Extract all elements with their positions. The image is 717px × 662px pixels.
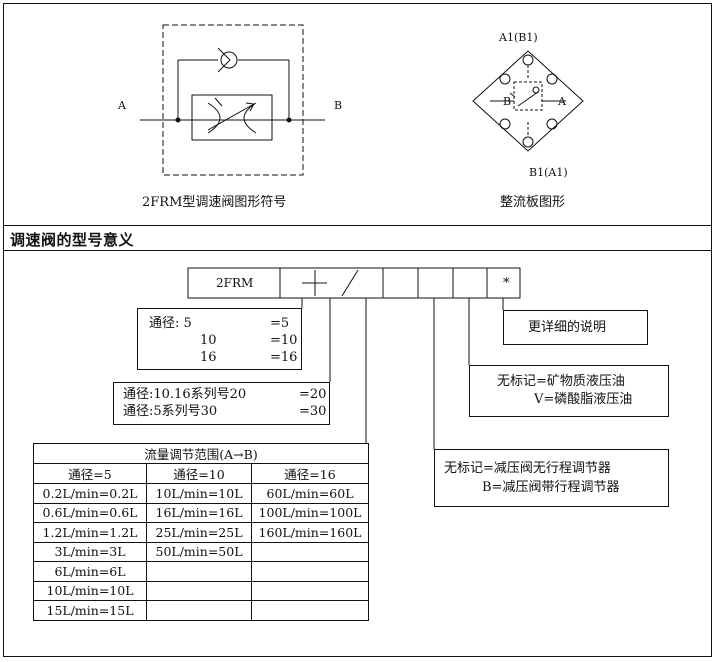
table-cell: 0.2L/min=0.2L — [33, 483, 147, 504]
table-cell — [251, 541, 369, 562]
model-code-chain — [187, 267, 521, 449]
plate-caption: 整流板图形 — [500, 195, 566, 210]
table-cell: 1.2L/min=1.2L — [33, 522, 147, 543]
series-value-30: =30 — [299, 404, 327, 419]
series-box: 通径:10.16系列号20 =20 通径:5系列号30 =30 — [113, 382, 330, 425]
port-a-label: A — [118, 99, 126, 112]
table-cell: 15L/min=15L — [33, 600, 147, 621]
flow-table-title-row: 流量调节范围(A→B) — [33, 443, 369, 464]
size-value-10: =10 — [270, 333, 298, 348]
table-row: 10L/min=10L — [33, 580, 369, 601]
divider-title — [3, 250, 712, 251]
valve-symbol — [162, 24, 304, 176]
size-label-16: 16 — [200, 350, 217, 365]
size-label-5: 通径: 5 — [149, 316, 192, 331]
fluid-box: 无标记=矿物质液压油 V=磷酸脂液压油 — [469, 365, 669, 417]
junction-dot — [175, 117, 181, 123]
model-prefix: 2FRM — [216, 276, 254, 290]
table-row: 3L/min=3L 50L/min=50L — [33, 541, 369, 562]
series-label-30: 通径:5系列号30 — [123, 404, 218, 419]
valve-symbol-caption: 2FRM型调速阀图形符号 — [142, 195, 287, 210]
flow-range-table: 流量调节范围(A→B) 通径=5 通径=10 通径=16 0.2L/min=0.… — [33, 443, 369, 621]
flow-header-5: 通径=5 — [33, 463, 147, 484]
table-row: 0.2L/min=0.2L 10L/min=10L 60L/min=60L — [33, 483, 369, 504]
regulator-line-2: B=减压阀带行程调节器 — [482, 480, 620, 495]
table-cell: 160L/min=160L — [251, 522, 369, 543]
flow-table-title: 流量调节范围(A→B) — [33, 443, 369, 464]
table-cell — [146, 600, 252, 621]
plate-symbol — [472, 50, 584, 152]
details-box: 更详细的说明 — [503, 310, 648, 345]
size-value-16: =16 — [270, 350, 298, 365]
flow-header-16: 通径=16 — [251, 463, 369, 484]
table-cell — [251, 600, 369, 621]
fluid-line-2: V=磷酸脂液压油 — [534, 392, 633, 407]
table-cell — [251, 561, 369, 582]
plate-top-label: A1(B1) — [499, 31, 538, 44]
table-cell: 100L/min=100L — [251, 502, 369, 523]
junction-dot — [286, 117, 292, 123]
regulator-line-1: 无标记=减压阀无行程调节器 — [444, 461, 611, 476]
details-text: 更详细的说明 — [528, 320, 607, 335]
divider-top — [3, 225, 712, 226]
outer-frame — [3, 3, 712, 657]
size-box: 通径: 5 =5 10 =10 16 =16 — [137, 308, 302, 370]
plate-inner-a: A — [558, 95, 566, 108]
table-cell: 50L/min=50L — [146, 541, 252, 562]
plate-bottom-label: B1(A1) — [529, 166, 568, 179]
table-cell: 3L/min=3L — [33, 541, 147, 562]
table-cell: 10L/min=10L — [146, 483, 252, 504]
series-label-20: 通径:10.16系列号20 — [123, 387, 247, 402]
table-row: 15L/min=15L — [33, 600, 369, 621]
table-cell: 6L/min=6L — [33, 561, 147, 582]
table-cell: 16L/min=16L — [146, 502, 252, 523]
size-value-5: =5 — [270, 316, 290, 331]
table-row: 6L/min=6L — [33, 561, 369, 582]
table-cell — [146, 561, 252, 582]
table-cell — [146, 580, 252, 601]
size-label-10: 10 — [200, 333, 217, 348]
series-value-20: =20 — [299, 387, 327, 402]
flow-header-10: 通径=10 — [146, 463, 252, 484]
table-cell — [251, 580, 369, 601]
table-row: 0.6L/min=0.6L 16L/min=16L 100L/min=100L — [33, 502, 369, 523]
plate-inner-b: B — [503, 95, 512, 108]
table-cell: 60L/min=60L — [251, 483, 369, 504]
table-row: 1.2L/min=1.2L 25L/min=25L 160L/min=160L — [33, 522, 369, 543]
regulator-box: 无标记=减压阀无行程调节器 B=减压阀带行程调节器 — [434, 449, 669, 507]
flow-table-header-row: 通径=5 通径=10 通径=16 — [33, 463, 369, 484]
valve-symbol-solid — [140, 47, 325, 141]
table-cell: 10L/min=10L — [33, 580, 147, 601]
table-cell: 0.6L/min=0.6L — [33, 502, 147, 523]
fluid-line-1: 无标记=矿物质液压油 — [497, 374, 625, 389]
table-cell: 25L/min=25L — [146, 522, 252, 543]
section-title: 调速阀的型号意义 — [10, 231, 135, 249]
model-star: * — [503, 276, 510, 291]
port-b-label: B — [334, 99, 343, 112]
